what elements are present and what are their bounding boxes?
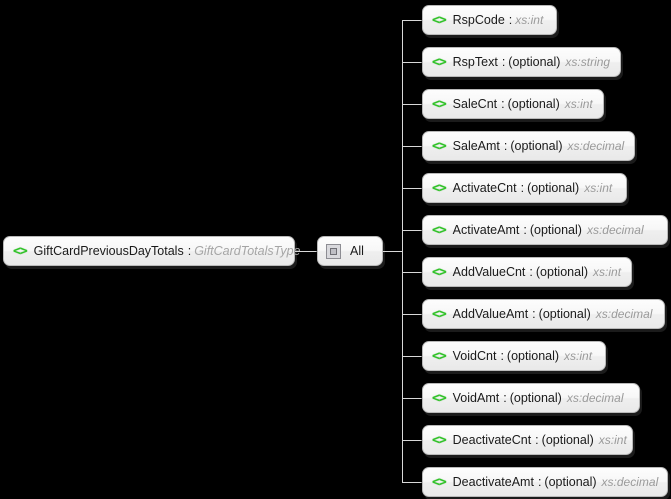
element-separator: : <box>529 265 533 279</box>
element-optional-flag: (optional) <box>509 391 562 405</box>
element-type: xs:decimal <box>586 223 644 237</box>
code-brackets-icon: <> <box>432 138 447 154</box>
element-optional-flag: (optional) <box>544 475 597 489</box>
element-optional-flag: (optional) <box>506 349 560 363</box>
connector-branch <box>402 230 422 231</box>
connector-branch <box>402 356 422 357</box>
element-name: ActivateAmt <box>452 223 520 237</box>
element-node[interactable]: <> SaleCnt:(optional) xs:int <box>422 89 604 119</box>
element-name: ActivateCnt <box>452 181 517 195</box>
code-brackets-icon: <> <box>13 243 28 259</box>
element-optional-flag: (optional) <box>541 433 594 447</box>
element-node[interactable]: <> ActivateAmt:(optional) xs:decimal <box>422 215 668 245</box>
code-brackets-icon: <> <box>432 432 447 448</box>
element-type: xs:int <box>564 97 593 111</box>
connector-branch <box>402 272 422 273</box>
element-type: xs:string <box>565 55 611 69</box>
root-separator: : <box>187 244 192 258</box>
element-node[interactable]: <> AddValueAmt:(optional) xs:decimal <box>422 299 665 329</box>
connector-branch <box>402 188 422 189</box>
element-separator: : <box>535 433 539 447</box>
connector-all-to-trunk <box>383 251 403 252</box>
all-compositor-label: All <box>350 244 364 258</box>
element-type: xs:int <box>584 181 613 195</box>
element-separator: : <box>537 475 542 489</box>
root-element-node[interactable]: <> GiftCardPreviousDayTotals : GiftCardT… <box>3 236 301 266</box>
connector-branch <box>402 440 422 441</box>
connector-root-to-all <box>295 251 318 252</box>
element-optional-flag: (optional) <box>508 55 561 69</box>
element-type: xs:int <box>515 13 544 27</box>
element-name: VoidCnt <box>452 349 497 363</box>
element-optional-flag: (optional) <box>538 307 591 321</box>
connector-branch <box>402 62 422 63</box>
element-separator: : <box>500 349 504 363</box>
connector-branch <box>402 398 422 399</box>
code-brackets-icon: <> <box>432 96 447 112</box>
element-node[interactable]: <> DeactivateCnt:(optional) xs:int <box>422 425 633 455</box>
element-node[interactable]: <> SaleAmt:(optional) xs:decimal <box>422 131 635 161</box>
element-separator: : <box>501 55 506 69</box>
connector-branch <box>402 104 422 105</box>
element-node[interactable]: <> VoidCnt:(optional) xs:int <box>422 341 606 371</box>
element-separator: : <box>523 223 527 237</box>
code-brackets-icon: <> <box>432 222 447 238</box>
element-type: xs:decimal <box>566 391 624 405</box>
element-optional-flag: (optional) <box>507 97 560 111</box>
element-node[interactable]: <> AddValueCnt:(optional) xs:int <box>422 257 632 287</box>
element-name: SaleAmt <box>452 139 500 153</box>
element-type: xs:int <box>593 265 622 279</box>
element-name: AddValueAmt <box>452 307 529 321</box>
element-node[interactable]: <> DeactivateAmt:(optional) xs:decimal <box>422 467 668 497</box>
all-compositor-node[interactable]: All <box>317 236 383 266</box>
element-separator: : <box>508 13 513 27</box>
element-type: xs:int <box>598 433 627 447</box>
element-type: xs:decimal <box>601 475 659 489</box>
element-name: SaleCnt <box>452 97 498 111</box>
element-name: RspCode <box>452 13 505 27</box>
code-brackets-icon: <> <box>432 12 447 28</box>
element-type: xs:decimal <box>595 307 653 321</box>
connector-branch <box>402 314 422 315</box>
element-type: xs:decimal <box>567 139 625 153</box>
all-compositor-icon <box>326 243 341 259</box>
connector-branch <box>402 146 422 147</box>
code-brackets-icon: <> <box>432 348 447 364</box>
element-name: DeactivateAmt <box>452 475 534 489</box>
connector-trunk <box>402 20 403 482</box>
code-brackets-icon: <> <box>432 306 447 322</box>
element-name: VoidAmt <box>452 391 500 405</box>
root-element-name: GiftCardPreviousDayTotals <box>33 244 184 258</box>
code-brackets-icon: <> <box>432 474 447 490</box>
element-separator: : <box>503 139 508 153</box>
element-separator: : <box>520 181 525 195</box>
code-brackets-icon: <> <box>432 264 447 280</box>
element-separator: : <box>503 391 507 405</box>
element-type: xs:int <box>564 349 593 363</box>
code-brackets-icon: <> <box>432 54 447 70</box>
element-node[interactable]: <> ActivateCnt:(optional) xs:int <box>422 173 627 203</box>
element-node[interactable]: <> VoidAmt:(optional) xs:decimal <box>422 383 640 413</box>
element-separator: : <box>501 97 505 111</box>
element-name: RspText <box>452 55 498 69</box>
element-node[interactable]: <> RspCode:xs:int <box>422 5 557 35</box>
element-name: AddValueCnt <box>452 265 526 279</box>
element-node[interactable]: <> RspText:(optional) xs:string <box>422 47 621 77</box>
element-optional-flag: (optional) <box>529 223 582 237</box>
root-element-type: GiftCardTotalsType <box>194 244 301 258</box>
element-optional-flag: (optional) <box>510 139 563 153</box>
element-optional-flag: (optional) <box>527 181 580 195</box>
element-name: DeactivateCnt <box>452 433 532 447</box>
code-brackets-icon: <> <box>432 390 447 406</box>
code-brackets-icon: <> <box>432 180 447 196</box>
element-separator: : <box>532 307 536 321</box>
connector-branch <box>402 482 422 483</box>
element-optional-flag: (optional) <box>535 265 589 279</box>
connector-branch <box>402 20 422 21</box>
